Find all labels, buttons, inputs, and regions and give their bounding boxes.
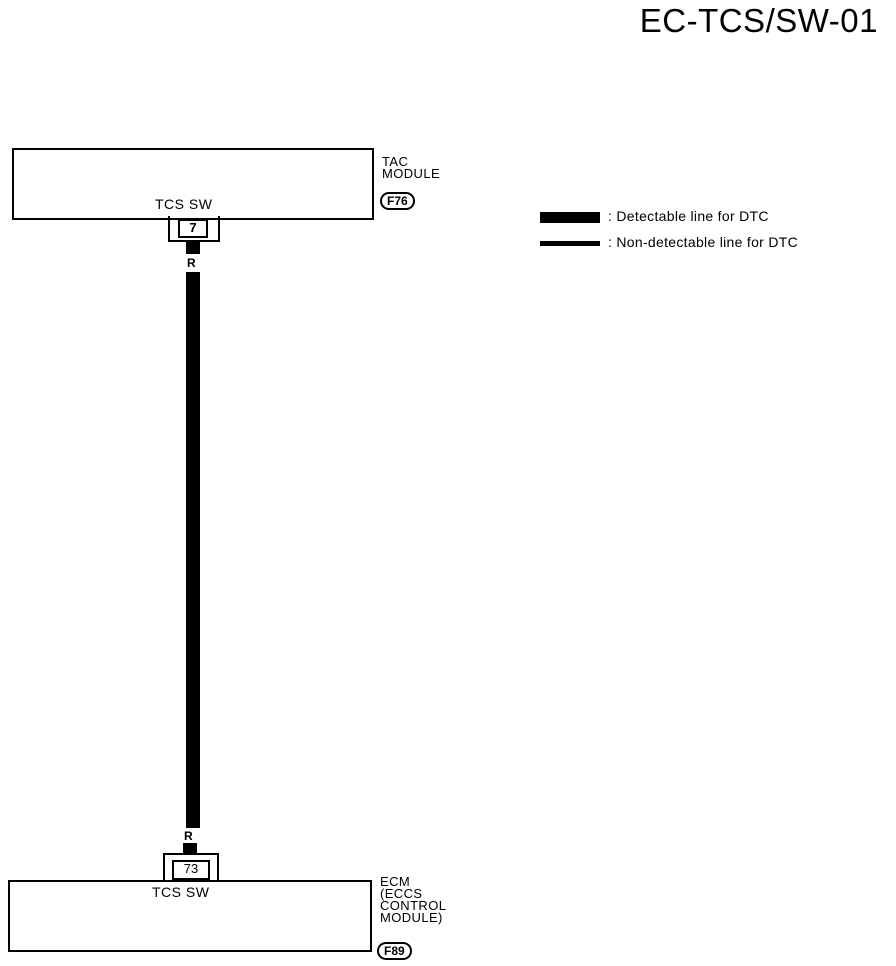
ecm-pin-number: 73 (172, 860, 210, 880)
page-title: EC-TCS/SW-01 (639, 2, 878, 39)
ecm-connector-bracket (163, 853, 219, 881)
thin-line-swatch (540, 240, 600, 246)
tac-pin-number: 7 (178, 219, 208, 238)
legend-item-detectable: : Detectable line for DTC (540, 208, 769, 224)
tac-module-name: TAC MODULE (382, 154, 441, 181)
tac-module-name-line: MODULE (382, 166, 441, 181)
ecm-module-name: ECM (ECCS CONTROL MODULE) (380, 874, 447, 925)
thick-line-swatch (540, 211, 600, 223)
ecm-module-name-line: MODULE) (380, 910, 443, 925)
tac-pin-label: TCS SW (155, 196, 213, 212)
detectable-wire (186, 272, 200, 828)
legend-item-non-detectable: : Non-detectable line for DTC (540, 234, 798, 250)
ecm-module-name-line: (ECCS (380, 886, 423, 901)
wire-stub-bottom (183, 843, 197, 855)
ecm-module-box (8, 880, 372, 952)
legend-text: : Detectable line for DTC (608, 208, 769, 224)
ecm-connector-id: F89 (377, 942, 412, 960)
tac-wire-color: R (187, 256, 196, 270)
ecm-wire-color: R (184, 829, 193, 843)
tac-module-box (12, 148, 374, 220)
ecm-module-name-line: CONTROL (380, 898, 447, 913)
ecm-module-name-line: ECM (380, 874, 411, 889)
tac-module-name-line: TAC (382, 154, 409, 169)
tac-connector-id: F76 (380, 192, 415, 210)
legend-text: : Non-detectable line for DTC (608, 234, 799, 250)
ecm-pin-label: TCS SW (152, 884, 210, 900)
wire-stub-top (186, 240, 200, 254)
